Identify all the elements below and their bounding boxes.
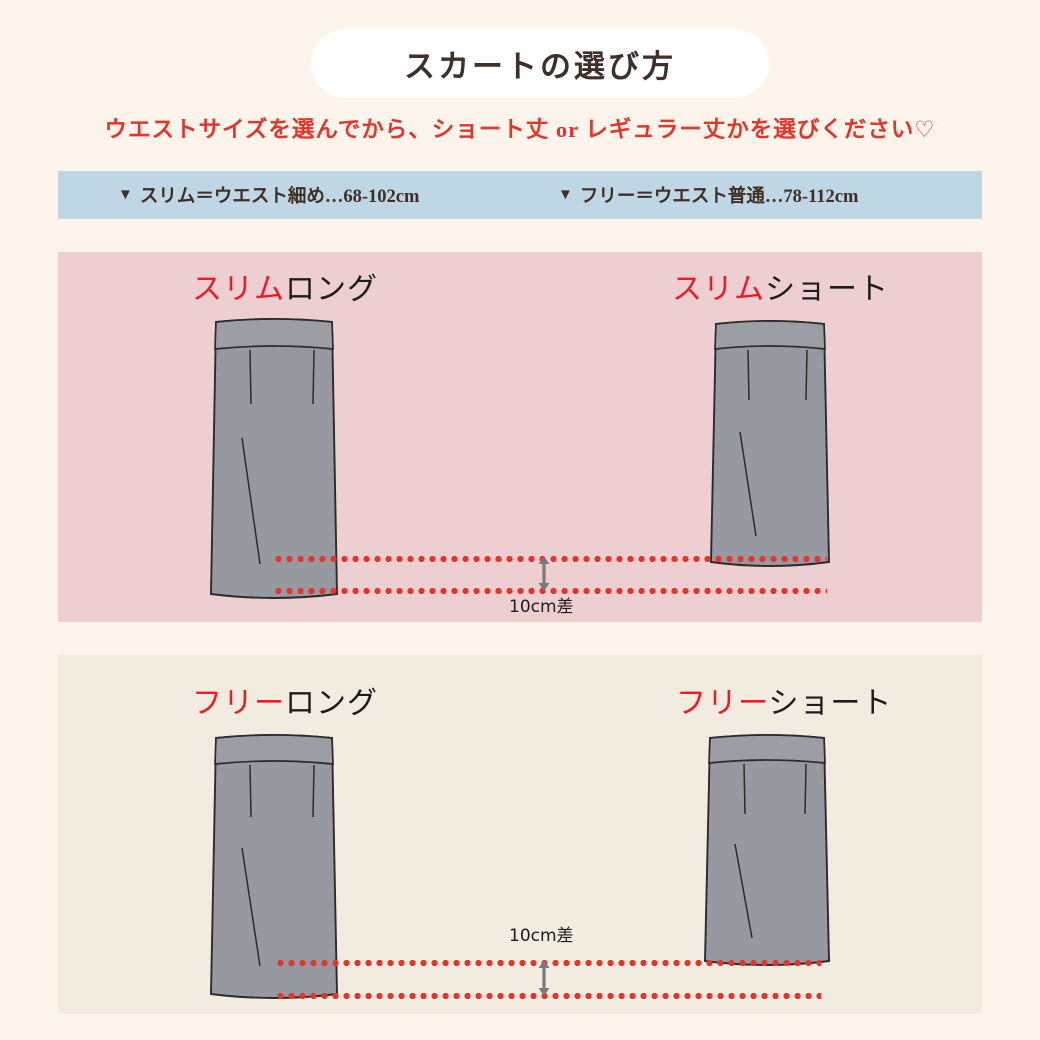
skirt-illustration-free-short <box>700 732 834 967</box>
caption-free-short-rest: ショート <box>768 686 893 721</box>
difference-label-free: 10cm差 <box>509 926 574 946</box>
caption-free-short: フリーショート <box>676 678 892 722</box>
caption-free-long-highlight: フリー <box>192 686 285 721</box>
size-info-band: ▼ スリム＝ウエスト細め…68-102cm ▼ フリー＝ウエスト普通…78-11… <box>58 171 982 219</box>
skirt-illustration-slim-long <box>206 316 342 600</box>
dotted-line-slim-long-hem <box>273 588 827 594</box>
dotted-line-slim-short-hem <box>273 556 827 562</box>
difference-label-slim: 10cm差 <box>509 597 574 617</box>
dotted-line-free-short-hem <box>275 960 821 966</box>
caption-slim-short-highlight: スリム <box>672 272 765 307</box>
size-band-item-free: ▼ フリー＝ウエスト普通…78-112cm <box>558 182 858 208</box>
caption-slim-short: スリムショート <box>672 264 889 308</box>
caption-free-short-highlight: フリー <box>676 686 769 721</box>
triangle-marker-icon: ▼ <box>118 186 133 203</box>
dotted-line-free-long-hem <box>275 993 821 999</box>
skirt-illustration-slim-short <box>706 318 834 568</box>
size-band-item-slim: ▼ スリム＝ウエスト細め…68-102cm <box>118 182 419 208</box>
triangle-marker-icon: ▼ <box>558 186 573 203</box>
subtitle-text: ウエストサイズを選んでから、ショート丈 or レギュラー丈かを選びください♡ <box>104 117 936 142</box>
caption-slim-short-rest: ショート <box>765 272 889 307</box>
title-pill: スカートの選び方 <box>311 29 769 98</box>
caption-free-long: フリーロング <box>192 678 378 722</box>
caption-slim-long-rest: ロング <box>285 272 378 307</box>
page-title: スカートの選び方 <box>404 49 676 84</box>
size-band-label-free: フリー＝ウエスト普通…78-112cm <box>579 187 859 207</box>
caption-slim-long-highlight: スリム <box>192 272 285 307</box>
caption-slim-long: スリムロング <box>192 264 378 308</box>
caption-free-long-rest: ロング <box>285 686 378 721</box>
double-arrow-icon <box>536 556 552 591</box>
double-arrow-icon <box>536 960 552 996</box>
size-band-label-slim: スリム＝ウエスト細め…68-102cm <box>139 187 420 207</box>
